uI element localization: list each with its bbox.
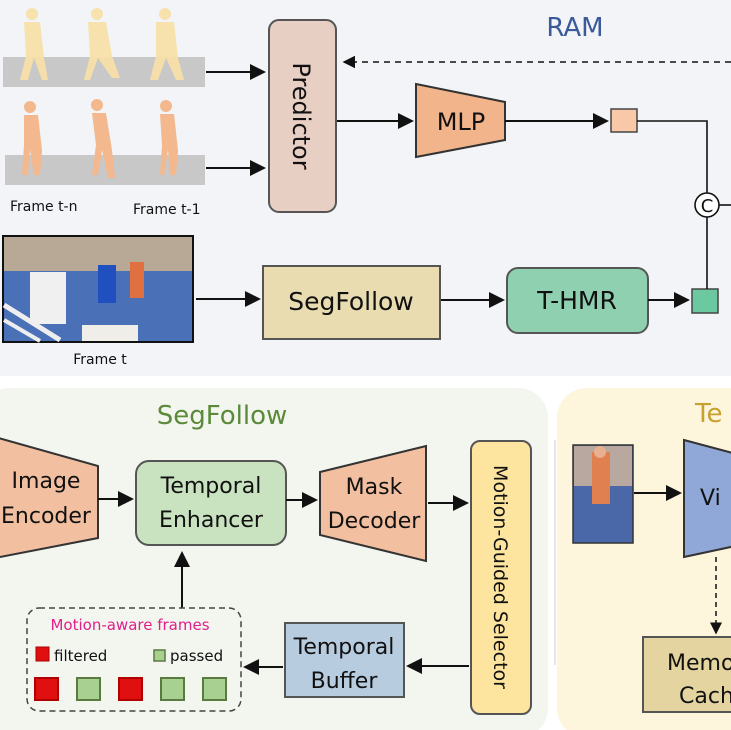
thmr-block: T-HMR — [506, 267, 649, 334]
motion-aware-frames-box: Motion-aware frames filtered passed — [26, 607, 242, 712]
predictor-block: Predictor — [268, 19, 337, 213]
temporal-enhancer-block: Temporal Enhancer — [135, 460, 287, 546]
frame-passed — [76, 677, 101, 701]
segfollow-panel-title: SegFollow — [157, 401, 288, 431]
temporal-buffer-block: Temporal Buffer — [284, 622, 405, 698]
frame-passed — [160, 677, 185, 701]
temporal-buffer-label: Buffer — [311, 669, 379, 694]
concat-node: C — [694, 192, 720, 218]
pose-feature-token — [691, 288, 719, 314]
legend-filtered-label: filtered — [54, 647, 107, 665]
mlp-label: MLP — [437, 108, 486, 136]
thmr-label: T-HMR — [536, 286, 617, 315]
memory-cache-block: Memo Cach — [642, 636, 731, 713]
segfollow-label: SegFollow — [288, 287, 414, 316]
connector — [637, 120, 708, 193]
legend-filtered-swatch — [35, 646, 50, 662]
frame-t-image — [2, 235, 194, 343]
frame-tn-label: Frame t-n — [10, 199, 77, 215]
mask-decoder-block: Mask Decoder — [319, 444, 427, 563]
motion-guided-selector-block: Motion-Guided Selector — [470, 440, 532, 715]
temporal-enhancer-label: Enhancer — [159, 508, 264, 533]
mlp-block: MLP — [415, 82, 506, 159]
memory-cache-label: Memo — [667, 651, 731, 676]
legend-passed-swatch — [153, 649, 166, 662]
ram-title: RAM — [546, 13, 603, 43]
frame-passed — [202, 677, 227, 701]
vit-block: Vi — [683, 438, 731, 559]
vit-label: Vi — [700, 486, 721, 511]
mask-decoder-label: Mask — [346, 475, 403, 500]
person-crop-image — [572, 444, 634, 544]
thmr-panel-title: Te — [694, 399, 722, 429]
legend-passed-label: passed — [170, 647, 223, 665]
frame-filtered — [118, 677, 143, 701]
motion-frames-title: Motion-aware frames — [50, 616, 209, 634]
image-encoder-label: Image — [12, 469, 81, 494]
pose-sequence-bottom — [5, 99, 205, 185]
temporal-enhancer-label: Temporal — [160, 474, 262, 499]
selector-label: Motion-Guided Selector — [489, 465, 511, 689]
memory-cache-label: Cach — [679, 684, 731, 709]
predictor-label: Predictor — [287, 62, 315, 169]
image-encoder-label: Encoder — [1, 504, 92, 529]
temporal-buffer-label: Temporal — [293, 635, 395, 660]
mask-decoder-label: Decoder — [328, 509, 422, 534]
frame-t-label: Frame t — [73, 352, 127, 368]
image-encoder-block: Image Encoder — [0, 437, 99, 559]
pose-sequence-top — [3, 8, 205, 87]
frame-t1-label: Frame t-1 — [133, 202, 201, 218]
concat-symbol: C — [701, 196, 714, 217]
segfollow-block: SegFollow — [262, 265, 441, 340]
frame-filtered — [34, 677, 59, 701]
motion-feature-token — [610, 108, 638, 133]
